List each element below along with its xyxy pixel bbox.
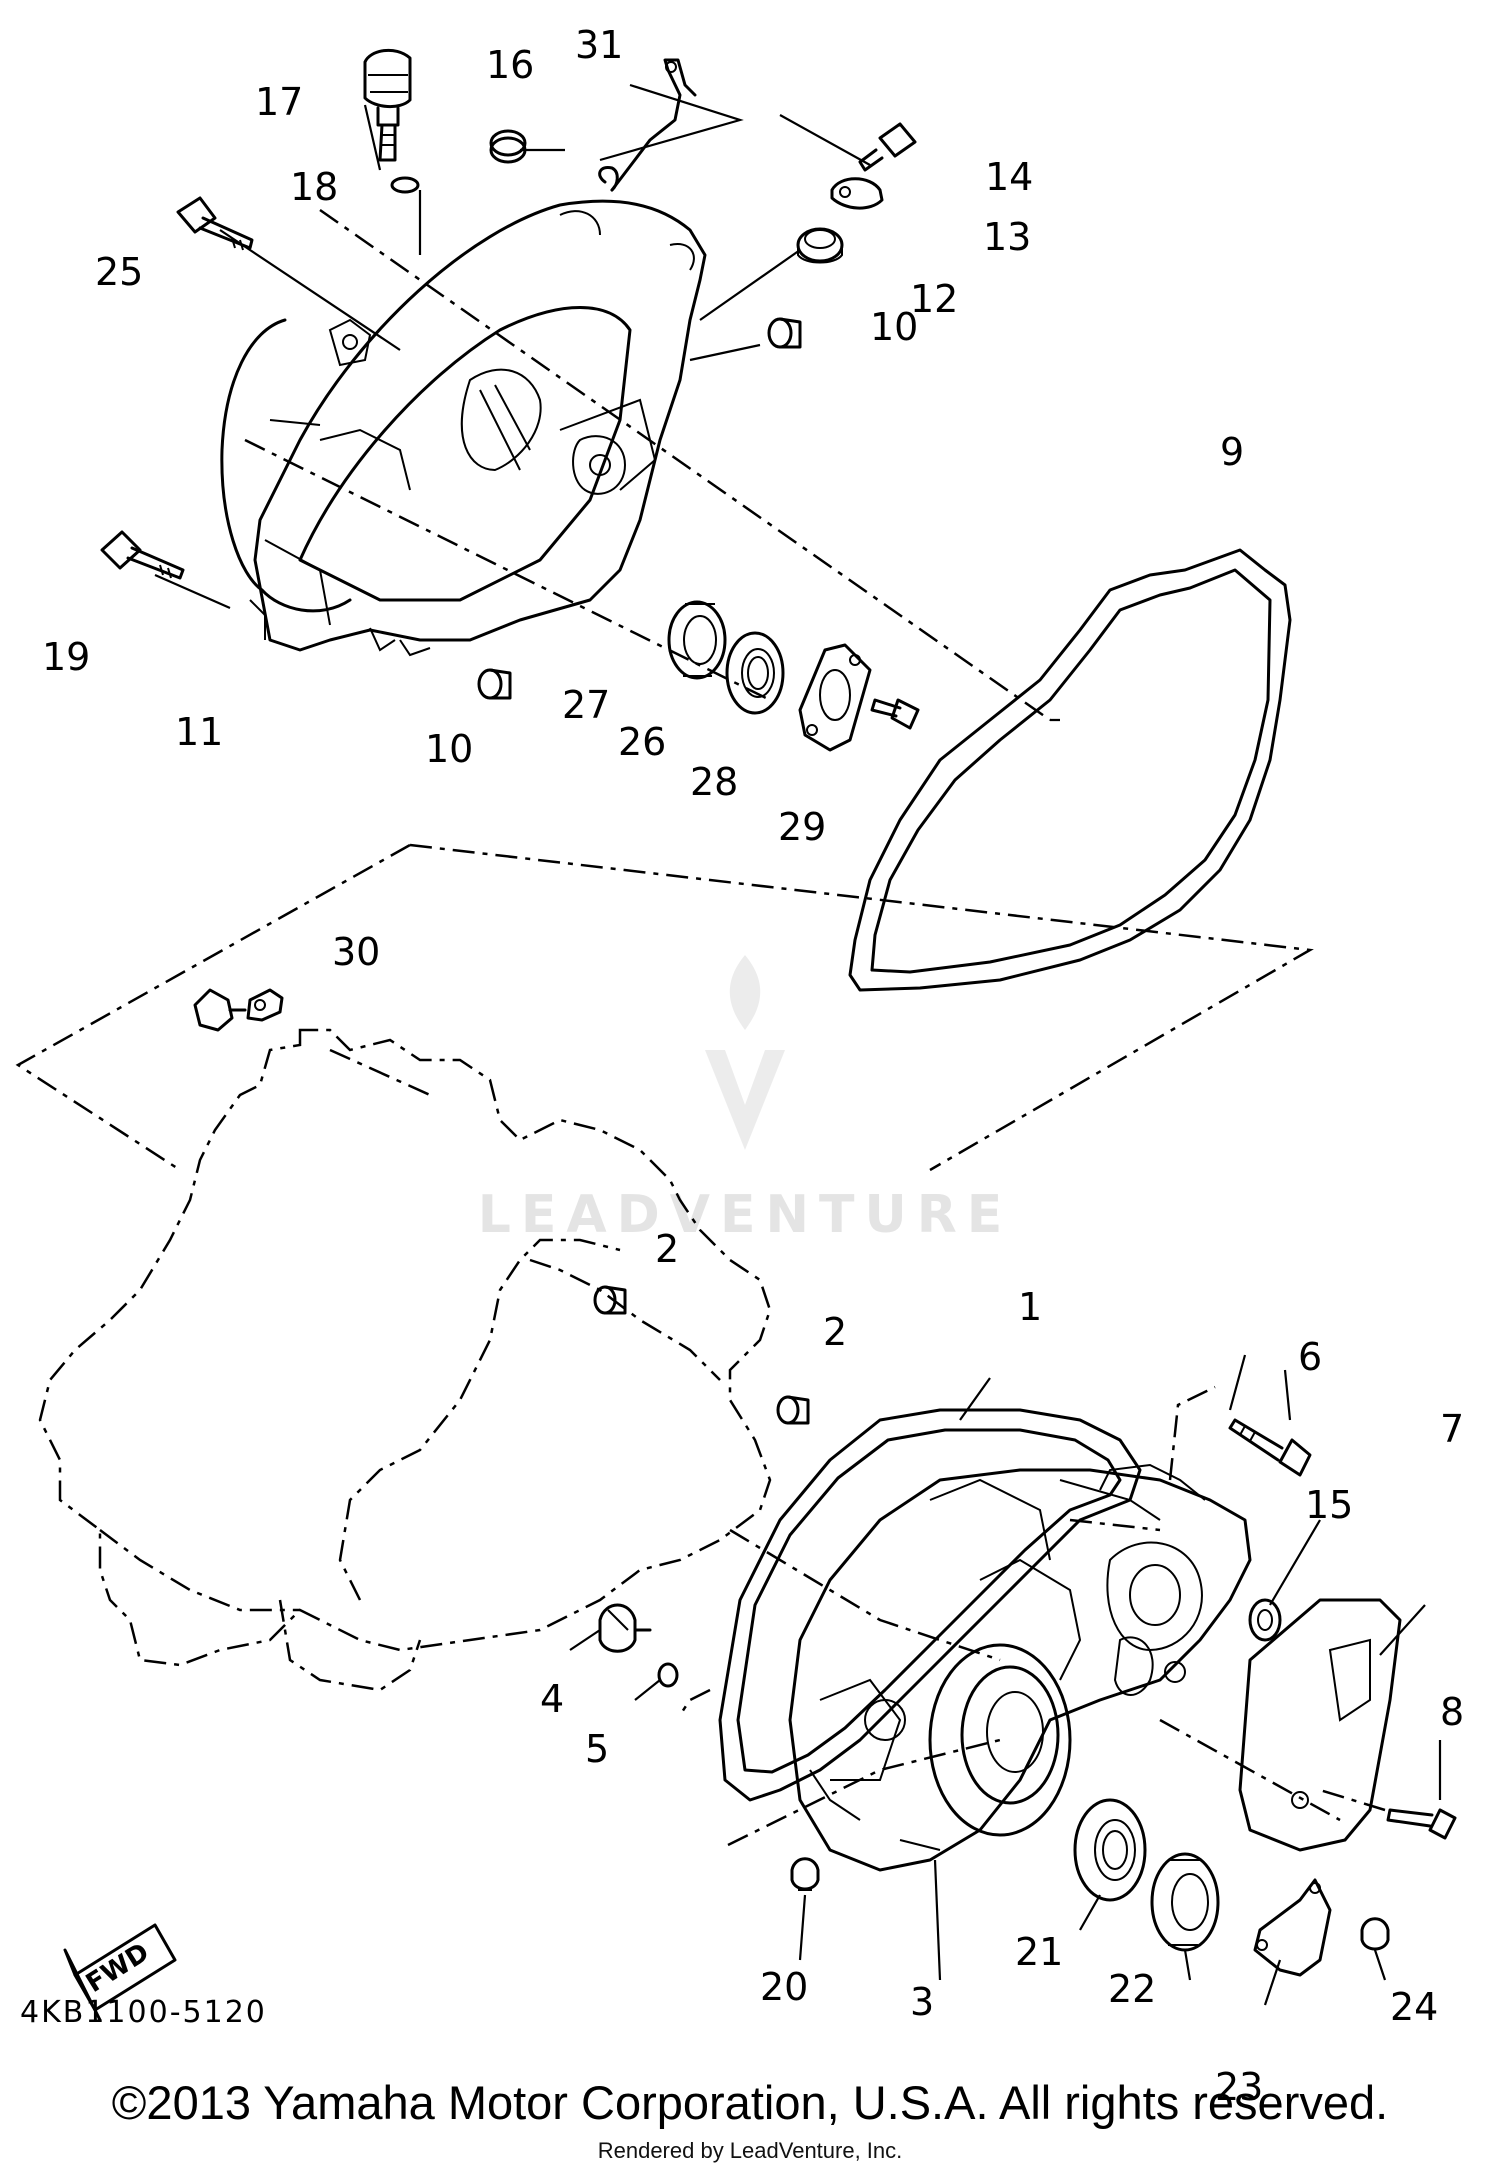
oil-seal-12 [796,227,844,264]
screw-29 [870,698,920,730]
bolt-19 [100,530,185,580]
oil-seal-22 [1150,1852,1220,1952]
callout-28: 28 [690,760,738,804]
callout-8: 8 [1440,1690,1464,1734]
dowel-pin-2-a [593,1285,627,1315]
callout-20: 20 [760,1965,808,2009]
gasket-9 [848,548,1292,992]
callout-10: 10 [425,727,473,771]
callout-24: 24 [1390,1985,1438,2029]
callout-2: 2 [823,1310,847,1354]
callout-labels: 1 2 2 3 4 5 6 7 8 9 10 10 11 12 13 14 15… [42,23,1464,2109]
cover-7 [1238,1598,1402,1852]
bolt-6 [1228,1418,1312,1477]
bolt-20 [790,1857,820,1891]
callout-2: 2 [655,1227,679,1271]
catalog-code: 4KB1100-5120 [20,1995,267,2030]
dowel-pin-2-b [776,1395,810,1425]
washer-15 [1248,1598,1282,1642]
rendered-by-notice: Rendered by LeadVenture, Inc. [597,2138,903,2163]
callout-6: 6 [1298,1335,1322,1379]
washer-18 [390,176,420,194]
bolt-14 [858,122,917,172]
callout-31: 31 [575,23,623,67]
callout-30: 30 [332,930,380,974]
callout-7: 7 [1440,1407,1464,1451]
crankcase-cover-3 [788,1463,1252,1872]
reference-lines [15,83,1314,1172]
bearing-26 [725,631,785,715]
callout-15: 15 [1305,1483,1353,1527]
bolt-8 [1386,1808,1457,1840]
leadventure-watermark: LEADVENTURE [478,955,1013,1245]
bolt-25 [176,196,254,251]
callout-12: 12 [910,277,958,321]
plug-30 [193,988,284,1032]
callout-3: 3 [910,1980,934,2024]
crankcase-cover-11 [220,199,707,657]
screw-24 [1360,1917,1390,1951]
callout-4: 4 [540,1677,564,1721]
callout-29: 29 [778,805,826,849]
lower-reference-lines [569,1354,1442,2006]
callout-23: 23 [1215,2065,1263,2109]
callout-16: 16 [486,43,534,87]
cap-16 [489,129,527,164]
engine-outline [38,1028,772,1692]
retainer-23 [1253,1878,1332,1977]
callout-27: 27 [562,683,610,727]
callout-25: 25 [95,250,143,294]
dowel-pin-10-lower [477,668,512,700]
callout-26: 26 [618,720,666,764]
callout-21: 21 [1015,1930,1063,1974]
watermark-text: LEADVENTURE [478,1185,1013,1245]
callout-13: 13 [983,215,1031,259]
callout-11: 11 [175,710,223,754]
copyright-notice: ©2013 Yamaha Motor Corporation, U.S.A. A… [111,2076,1389,2129]
callout-22: 22 [1108,1967,1156,2011]
cable-holder-31 [598,58,697,192]
o-ring-5 [657,1662,679,1688]
bearing-21 [1073,1798,1147,1902]
plug-4 [598,1603,652,1653]
bearing-retainer-28 [798,643,872,752]
dipstick-17 [363,48,412,162]
callout-1: 1 [1018,1285,1042,1329]
callout-10: 10 [870,305,918,349]
callout-14: 14 [985,155,1033,199]
callout-17: 17 [255,80,303,124]
callout-18: 18 [290,165,338,209]
dowel-pin-10-upper [767,317,802,349]
callout-9: 9 [1220,430,1244,474]
oil-seal-27 [667,600,727,680]
callout-5: 5 [585,1727,609,1771]
callout-19: 19 [42,635,90,679]
plate-13 [830,177,884,210]
